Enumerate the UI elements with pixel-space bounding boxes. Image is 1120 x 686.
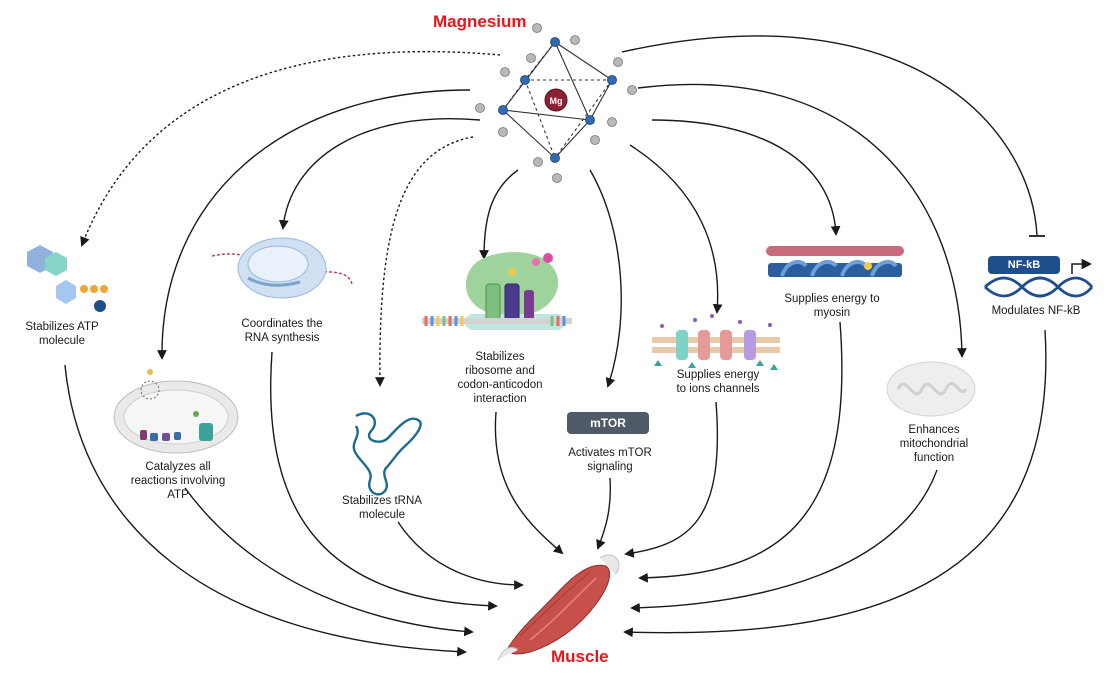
mitochondrion-atp-icon [113,369,239,454]
arrow-from-ions [624,401,719,558]
label-catalyzes-atp: Catalyzes all reactions involving ATP [130,461,226,501]
arrow-from-rna [270,351,498,611]
label-ion-channels: Supplies energy to ions channels [676,369,760,395]
arrow-from-trna [397,521,524,590]
arrow-to-mito [637,83,967,358]
mtor-badge: mTOR [567,412,649,434]
inhibit-to-nfkb [621,35,1038,236]
mitochondrion-icon [886,361,976,417]
label-stabilizes-trna: Stabilizes tRNA molecule [342,495,422,521]
label-ribosome: Stabilizes ribosome and codon-anticodon … [457,351,543,405]
arrow-from-myosin [638,321,843,583]
arrow-from-ribosome [494,411,564,555]
nfkb-badge: NF-kB [988,256,1060,274]
arrow-from-mtor [596,477,612,550]
trna-icon [352,412,422,496]
myosin-filament-icon [766,246,904,277]
nfkb-dna-icon [984,258,1094,298]
magnesium-complex-icon: Mg [475,23,637,183]
arrow-to-myosin [651,119,841,236]
arrows-in [64,321,1047,657]
arrow-to-ions [629,144,723,314]
muscle-title: Muscle [551,647,609,666]
arrow-to-mtor [589,169,622,388]
mg-atom-label: Mg [550,96,563,106]
label-stabilizes-atp: Stabilizes ATP molecule [25,321,99,347]
muscle-icon [497,554,620,661]
arrow-from-nfkb [623,329,1047,638]
label-rna-synthesis: Coordinates the RNA synthesis [241,318,323,344]
label-nfkb: Modulates NF-kB [991,305,1081,317]
ribosome-icon [422,252,572,330]
magnesium-title: Magnesium [433,12,527,31]
arrow-from-catalyzes [184,487,474,637]
arrow-from-atp [64,364,467,657]
label-mtor-signaling: Activates mTOR signaling [568,447,652,473]
arrows-out [80,35,1045,388]
arrow-to-ribosome [479,169,519,260]
arrow-to-atp [80,50,501,247]
rna-polymerase-icon [211,237,353,299]
arrow-to-trna [375,136,474,387]
label-mitochondrial: Enhances mitochondrial function [899,424,969,464]
ion-channels-icon [652,314,780,370]
arrow-to-rna [278,118,481,230]
arrow-to-catalyzes [157,89,471,360]
arrow-from-mito [630,469,938,613]
label-myosin: Supplies energy to myosin [784,293,880,319]
atp-molecule-icon [27,245,108,312]
